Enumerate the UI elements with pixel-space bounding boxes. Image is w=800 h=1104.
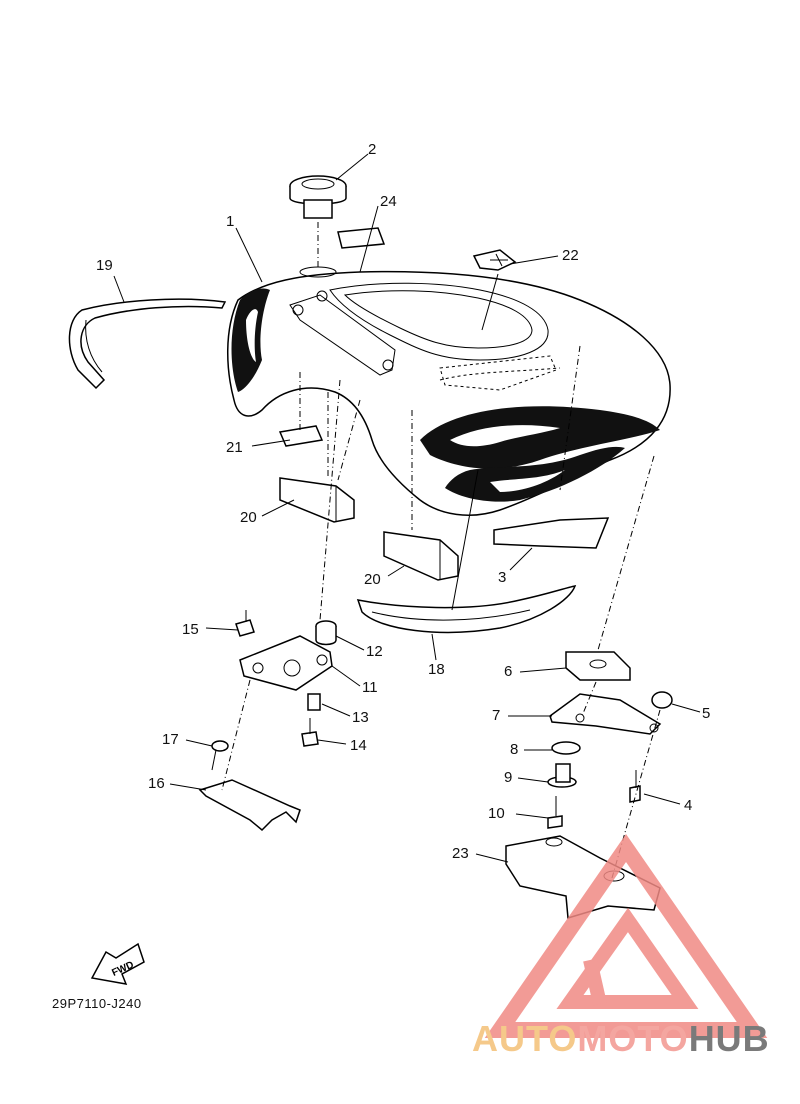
damper-12[interactable] — [315, 620, 337, 646]
fuel-cap[interactable] — [289, 175, 347, 219]
collar-9[interactable] — [547, 763, 577, 788]
callout-18: 18 — [428, 661, 445, 678]
warning-label-24[interactable] — [337, 227, 386, 249]
screw-17[interactable] — [211, 740, 229, 771]
bracket-6[interactable] — [565, 651, 631, 681]
damper-20-left[interactable] — [279, 477, 355, 523]
callout-19: 19 — [96, 257, 113, 274]
watermark-logo-icon — [484, 833, 768, 1038]
fwd-arrow-icon: FWD — [90, 942, 145, 985]
pad-21[interactable] — [278, 425, 324, 447]
washer-8[interactable] — [551, 741, 581, 755]
trim-19[interactable] — [68, 298, 227, 390]
bracket-7[interactable] — [549, 693, 662, 735]
fuel-tank[interactable] — [226, 266, 671, 516]
callout-1: 1 — [226, 213, 234, 230]
callout-15: 15 — [182, 621, 199, 638]
bolt-10[interactable] — [547, 796, 563, 829]
brand-part-hub: HUB — [688, 1018, 770, 1059]
callout-24: 24 — [380, 193, 397, 210]
diagram-code: 29P7110-J240 — [52, 996, 142, 1011]
watermark-brand: AUTOMOTOHUB — [472, 1018, 770, 1060]
callout-3: 3 — [498, 569, 506, 586]
collar-13[interactable] — [307, 693, 321, 711]
leader-lines — [113, 153, 701, 863]
callout-9: 9 — [504, 769, 512, 786]
callout-13: 13 — [352, 709, 369, 726]
brand-part-auto: AUTO — [472, 1018, 578, 1059]
callout-8: 8 — [510, 741, 518, 758]
graphic-3[interactable] — [493, 517, 610, 549]
callout-22: 22 — [562, 247, 579, 264]
callout-17: 17 — [162, 731, 179, 748]
callout-5: 5 — [702, 705, 710, 722]
callout-6: 6 — [504, 663, 512, 680]
callout-7: 7 — [492, 707, 500, 724]
nut-5[interactable] — [651, 691, 673, 709]
bracket-16[interactable] — [198, 779, 301, 832]
trim-18[interactable] — [356, 585, 577, 634]
callout-2: 2 — [368, 141, 376, 158]
callout-11: 11 — [362, 679, 378, 696]
callout-10: 10 — [488, 805, 505, 822]
bolt-14[interactable] — [301, 718, 319, 747]
callout-4: 4 — [684, 797, 692, 814]
bolt-4[interactable] — [629, 770, 641, 803]
callout-numbers: 1 2 3 4 5 6 7 8 9 10 11 12 13 14 15 16 1… — [96, 141, 710, 862]
callout-12: 12 — [366, 643, 383, 660]
callout-23: 23 — [452, 845, 469, 862]
bolt-15[interactable] — [235, 610, 255, 637]
emblem-22[interactable] — [472, 249, 517, 271]
callout-16: 16 — [148, 775, 165, 792]
callout-21: 21 — [226, 439, 243, 456]
brand-part-moto: MOTO — [577, 1018, 689, 1059]
damper-20-right[interactable] — [383, 531, 459, 581]
bracket-11[interactable] — [239, 635, 333, 691]
callout-20b: 20 — [364, 571, 381, 588]
callout-14: 14 — [350, 737, 367, 754]
callout-20a: 20 — [240, 509, 257, 526]
